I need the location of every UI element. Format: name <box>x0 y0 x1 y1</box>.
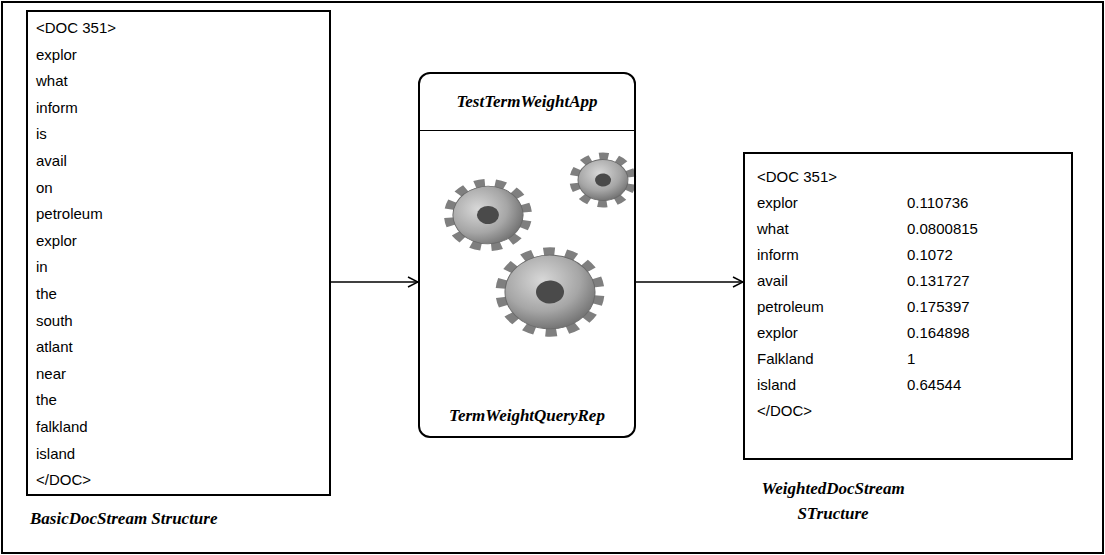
weight-cell: 0.1072 <box>907 242 978 268</box>
weight-cell: 0.131727 <box>907 268 978 294</box>
weight-cell: 0.64544 <box>907 372 978 398</box>
term-line: inform <box>36 95 321 122</box>
term-line: is <box>36 121 321 148</box>
term-line: south <box>36 308 321 335</box>
class-name: TestTermWeightApp <box>456 92 597 112</box>
weight-cell: 0.175397 <box>907 294 978 320</box>
term-line: </DOC> <box>36 467 321 494</box>
gear-icon <box>498 249 602 334</box>
term-cell: Falkland <box>757 346 907 372</box>
process-box: TestTermWeightAppTermWeightQueryRep <box>418 72 636 438</box>
doc-tag: </DOC> <box>757 398 978 424</box>
term-line: the <box>36 281 321 308</box>
term-weight-table: <DOC 351>explor0.110736what0.0800815info… <box>757 164 907 190</box>
gear-icon <box>571 153 636 206</box>
term-line: explor <box>36 42 321 69</box>
flow-arrow <box>636 281 743 283</box>
class-header: TestTermWeightApp <box>420 74 634 131</box>
term-cell: explor <box>757 320 907 346</box>
structure-caption: BasicDocStream Structure <box>30 506 330 531</box>
weight-cell: 0.0800815 <box>907 216 978 242</box>
term-cell: avail <box>757 268 907 294</box>
term-line: falkland <box>36 414 321 441</box>
term-line: atlant <box>36 334 321 361</box>
term-line: the <box>36 387 321 414</box>
term-line: <DOC 351> <box>36 15 321 42</box>
weighted-doc-box: <DOC 351>explor0.110736what0.0800815info… <box>743 152 1073 460</box>
term-cell: explor <box>757 190 907 216</box>
term-line: on <box>36 175 321 202</box>
term-cell: what <box>757 216 907 242</box>
term-cell: inform <box>757 242 907 268</box>
term-cell: petroleum <box>757 294 907 320</box>
weight-cell: 1 <box>907 346 978 372</box>
term-line: near <box>36 361 321 388</box>
doc-tag: <DOC 351> <box>757 164 978 190</box>
weight-cell: 0.110736 <box>907 190 978 216</box>
flow-arrow <box>331 281 418 283</box>
term-line: what <box>36 68 321 95</box>
term-line: avail <box>36 148 321 175</box>
component-name: TermWeightQueryRep <box>420 406 634 436</box>
term-line: petroleum <box>36 201 321 228</box>
term-line: explor <box>36 228 321 255</box>
structure-caption: WeightedDocStream STructure <box>738 476 928 526</box>
weight-cell: 0.164898 <box>907 320 978 346</box>
term-cell: island <box>757 372 907 398</box>
gear-icon <box>439 175 536 255</box>
term-line: island <box>36 441 321 468</box>
doc-stream-box: <DOC 351>explorwhatinformisavailonpetrol… <box>26 10 331 496</box>
term-line: in <box>36 254 321 281</box>
